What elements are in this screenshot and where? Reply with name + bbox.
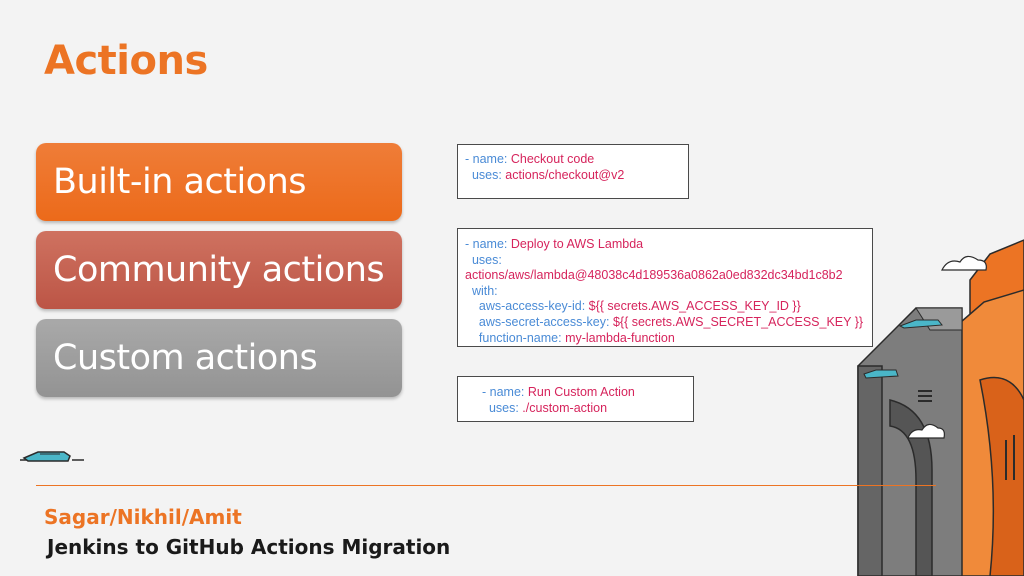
yaml-key: function-name: [465,330,566,345]
yaml-key: - name: [482,385,528,399]
yaml-key: with: [465,283,498,298]
yaml-key: uses: [482,400,523,415]
yaml-key: uses: [465,252,502,267]
yaml-value: ./custom-action [522,400,608,415]
yaml-value: Run Custom Action [527,385,635,399]
custom-actions-label: Custom actions [53,338,318,378]
yaml-value: Checkout code [510,152,595,166]
built-in-actions-button[interactable]: Built-in actions [36,143,402,221]
cloud-icon [941,255,987,271]
checkout-code-example: - name: Checkout code uses: actions/chec… [457,144,689,199]
yaml-value: my-lambda-function [565,330,675,345]
slide-title: Actions [44,38,208,84]
custom-actions-button[interactable]: Custom actions [36,319,402,397]
community-actions-label: Community actions [53,250,385,290]
footer-divider [36,485,936,486]
yaml-key: uses: [465,167,506,182]
yaml-key: - name: [465,152,511,166]
airplane-icon [20,451,84,462]
lambda-code-example: - name: Deploy to AWS Lambda uses: actio… [457,228,873,347]
built-in-actions-label: Built-in actions [53,162,307,202]
yaml-value: ${{ secrets.AWS_ACCESS_KEY_ID }} [588,299,801,314]
cloud-icon [907,423,945,439]
footer-authors: Sagar/Nikhil/Amit [44,505,242,529]
footer-subtitle: Jenkins to GitHub Actions Migration [47,535,451,559]
yaml-key: aws-secret-access-key: [465,314,613,329]
yaml-value: actions/aws/lambda@48038c4d189536a0862a0… [465,268,843,283]
yaml-value: ${{ secrets.AWS_SECRET_ACCESS_KEY }} [612,314,864,329]
yaml-value: Deploy to AWS Lambda [510,237,644,251]
yaml-key: aws-access-key-id: [465,299,589,314]
yaml-key: - name: [465,237,511,251]
custom-action-code-example: - name: Run Custom Action uses: ./custom… [457,376,694,422]
yaml-value: actions/checkout@v2 [505,167,625,182]
community-actions-button[interactable]: Community actions [36,231,402,309]
tower-illustration [857,239,1024,576]
